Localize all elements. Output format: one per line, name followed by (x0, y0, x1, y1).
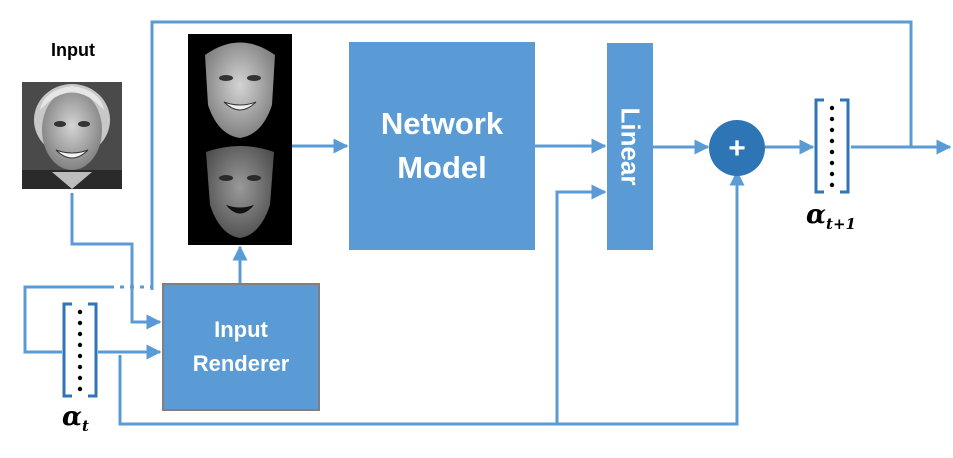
linear-layer-box: Linear (607, 43, 653, 250)
sum-node (709, 120, 765, 176)
alpha-t1-label: αt+1 (806, 200, 856, 233)
network-model-line1: Network (380, 106, 504, 141)
sum-symbol: + (728, 132, 746, 165)
alpha-t1-subscript: t+1 (826, 215, 856, 234)
alpha-t-subscript: t (82, 417, 89, 436)
bottom-to-linear-arrow (555, 184, 607, 424)
feedback-line-top (150, 20, 913, 290)
input-face-image (22, 82, 122, 189)
network-model-line2: Model (397, 150, 487, 185)
alpha-t-symbol: α (62, 402, 83, 432)
bottom-line (118, 170, 745, 426)
input-label: Input (51, 40, 95, 60)
alpha-t-dots (77, 309, 83, 392)
alpha-t1-dots (829, 105, 835, 188)
rendered-faces-image (188, 34, 292, 245)
input-to-renderer-arrow (70, 193, 162, 330)
input-renderer-box: Input Renderer (162, 283, 320, 411)
input-renderer-line1: Input (214, 317, 268, 342)
alpha-loop-line (23, 285, 110, 354)
linear-label: Linear (615, 107, 646, 186)
alpha-t1-symbol: α (806, 200, 827, 230)
network-model-box: Network Model (349, 42, 535, 250)
alpha-t-vector (62, 302, 98, 398)
alpha-t1-vector (814, 98, 850, 194)
alpha-t-label: αt (62, 402, 89, 435)
input-renderer-line2: Renderer (192, 351, 290, 376)
